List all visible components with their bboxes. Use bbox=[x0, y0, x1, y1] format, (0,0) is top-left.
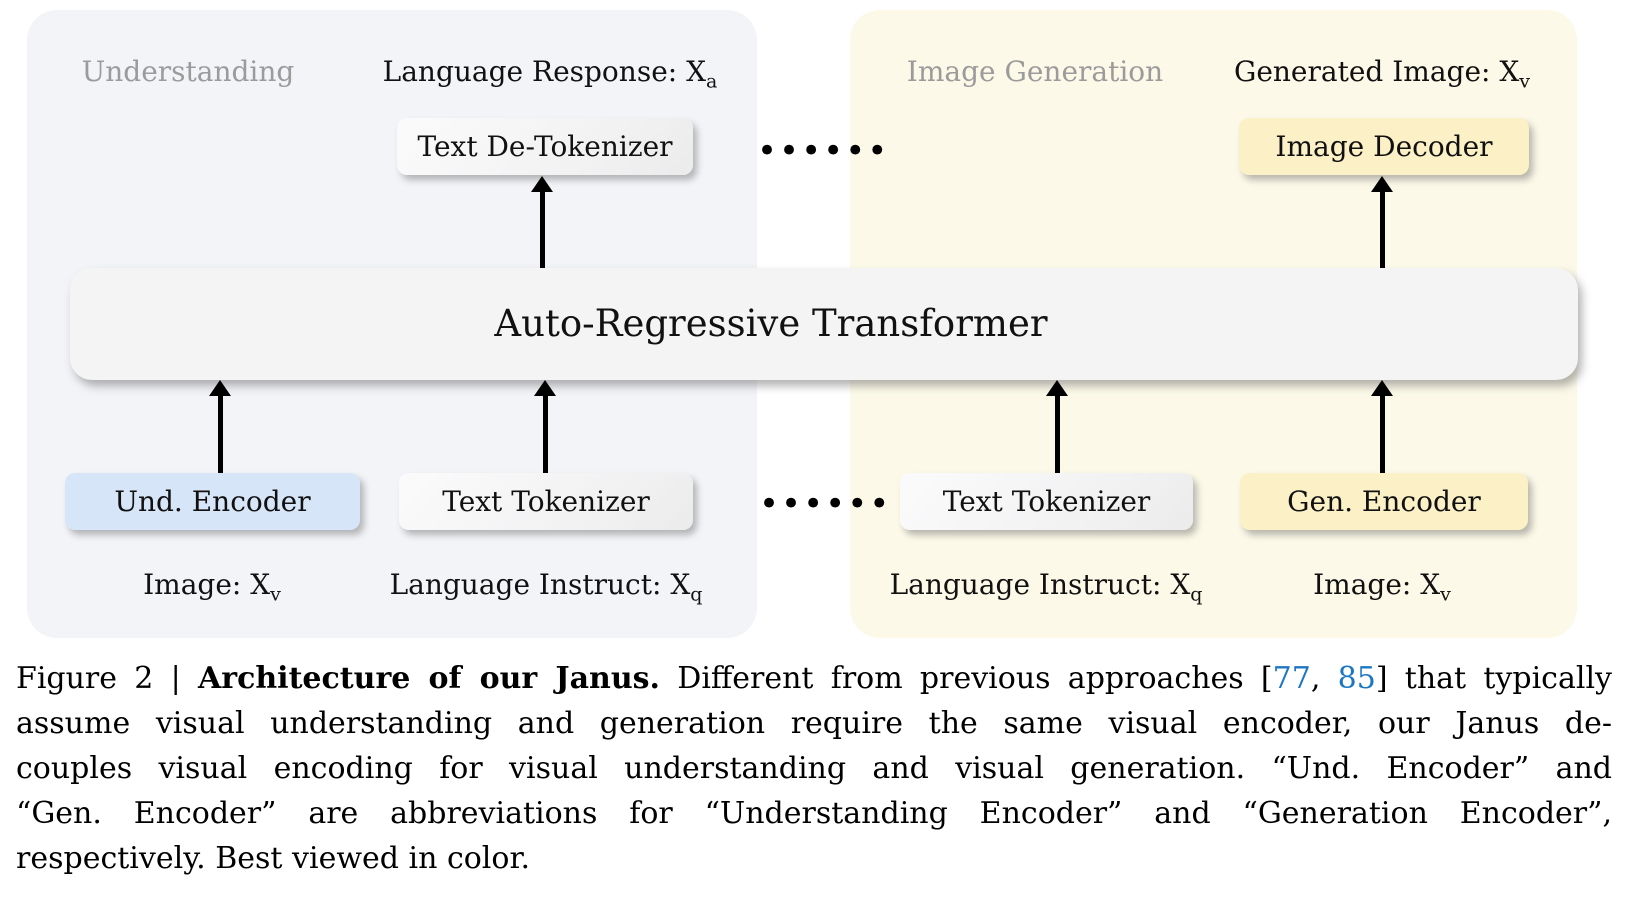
caption-line: assume visual understanding and generati… bbox=[16, 706, 1612, 741]
ellipsis-dots-top: •••••• bbox=[757, 131, 890, 171]
arrow-up-icon bbox=[531, 176, 553, 268]
caption-line: respectively. Best viewed in color. bbox=[16, 841, 531, 876]
arrow-head-icon bbox=[531, 176, 553, 192]
arrow-stem bbox=[218, 392, 223, 473]
figure-number-label: Figure 2 | bbox=[16, 661, 199, 696]
io-label-text: Image: X bbox=[1313, 568, 1441, 601]
io-label-language-response: Language Response: Xa bbox=[375, 50, 725, 94]
citation-link-77[interactable]: 77 bbox=[1272, 661, 1311, 696]
arrow-head-icon bbox=[209, 380, 231, 396]
arrow-stem bbox=[1380, 392, 1385, 473]
subscript: v bbox=[270, 583, 281, 606]
section-label-understanding: Understanding bbox=[81, 55, 295, 88]
arrow-up-icon bbox=[534, 380, 556, 473]
caption-text: Different from previous approaches [ bbox=[660, 661, 1273, 696]
arrow-stem bbox=[540, 188, 545, 268]
box-text-tokenizer-right: Text Tokenizer bbox=[900, 473, 1193, 530]
ellipsis-dots-bottom: •••••• bbox=[759, 484, 892, 524]
arrow-up-icon bbox=[1371, 380, 1393, 473]
box-text-de-tokenizer: Text De-Tokenizer bbox=[397, 118, 693, 175]
citation-link-85[interactable]: 85 bbox=[1337, 661, 1376, 696]
subscript: q bbox=[1190, 583, 1203, 606]
io-label-text: Language Instruct: X bbox=[889, 568, 1191, 601]
caption-line: “Gen. Encoder” are abbreviations for “Un… bbox=[16, 796, 1612, 831]
io-label-text: Language Response: X bbox=[382, 55, 707, 88]
section-label-image-generation: Image Generation bbox=[906, 55, 1164, 88]
transformer-label: Auto-Regressive Transformer bbox=[494, 302, 1048, 345]
box-und-encoder: Und. Encoder bbox=[65, 473, 360, 530]
arrow-up-icon bbox=[1046, 380, 1068, 473]
caption-text: , bbox=[1310, 661, 1338, 696]
arrow-stem bbox=[1380, 188, 1385, 268]
arrow-head-icon bbox=[1371, 176, 1393, 192]
subscript: q bbox=[690, 583, 703, 606]
subscript: v bbox=[1440, 583, 1451, 606]
io-label-image-right: Image: Xv bbox=[1232, 563, 1532, 607]
arrow-stem bbox=[543, 392, 548, 473]
box-text-tokenizer-left: Text Tokenizer bbox=[399, 473, 693, 530]
io-label-generated-image: Generated Image: Xv bbox=[1207, 50, 1557, 94]
arrow-up-icon bbox=[209, 380, 231, 473]
caption-text: ] that typically bbox=[1375, 661, 1613, 696]
caption-title: Architecture of our Janus. bbox=[198, 661, 660, 696]
io-label-language-instruct-right: Language Instruct: Xq bbox=[870, 563, 1222, 607]
io-label-language-instruct-left: Language Instruct: Xq bbox=[370, 563, 722, 607]
io-label-text: Language Instruct: X bbox=[389, 568, 691, 601]
subscript: a bbox=[706, 70, 718, 93]
box-gen-encoder: Gen. Encoder bbox=[1240, 473, 1528, 530]
caption-line: Figure 2 | Architecture of our Janus. Di… bbox=[16, 656, 1612, 701]
arrow-head-icon bbox=[1046, 380, 1068, 396]
io-label-text: Image: X bbox=[143, 568, 271, 601]
io-label-text: Generated Image: X bbox=[1233, 55, 1520, 88]
box-image-decoder: Image Decoder bbox=[1239, 118, 1529, 175]
arrow-head-icon bbox=[1371, 380, 1393, 396]
arrow-up-icon bbox=[1371, 176, 1393, 268]
subscript: v bbox=[1519, 70, 1531, 93]
arrow-stem bbox=[1055, 392, 1060, 473]
io-label-image-left: Image: Xv bbox=[62, 563, 362, 607]
caption-line: couples visual encoding for visual under… bbox=[16, 751, 1612, 786]
arrow-head-icon bbox=[534, 380, 556, 396]
box-auto-regressive-transformer: Auto-Regressive Transformer bbox=[70, 268, 1578, 380]
figure-caption: Figure 2 | Architecture of our Janus. Di… bbox=[16, 656, 1612, 881]
